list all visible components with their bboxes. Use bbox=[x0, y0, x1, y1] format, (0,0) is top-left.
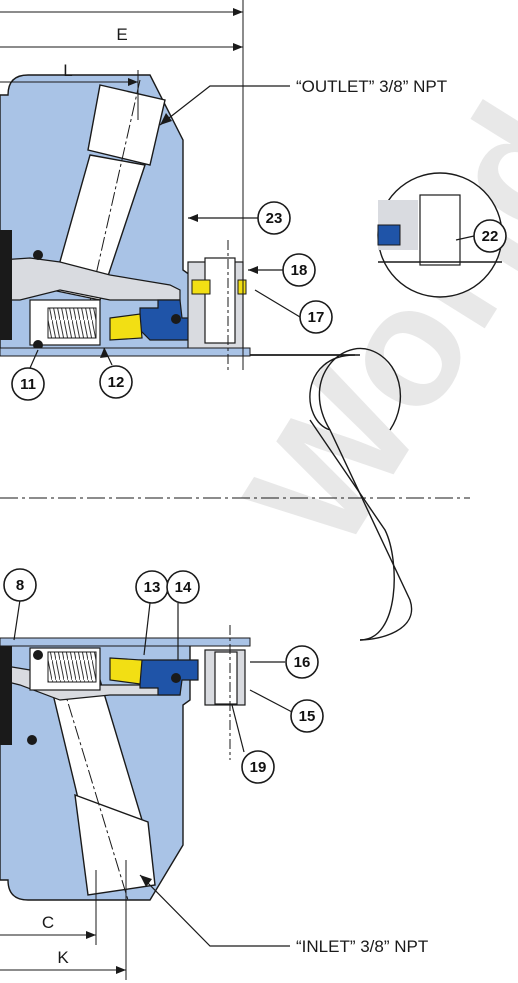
balloon-19-number: 19 bbox=[250, 759, 267, 776]
balloon-13: 13 bbox=[135, 570, 169, 604]
balloon-19: 19 bbox=[241, 750, 275, 784]
dimension-k-label: K bbox=[57, 948, 69, 967]
balloon-18: 18 bbox=[282, 253, 316, 287]
balloon-22-number: 22 bbox=[482, 228, 499, 245]
inlet-callout-label: “INLET” 3/8” NPT bbox=[296, 937, 428, 956]
callout-arrowheads bbox=[100, 113, 258, 887]
balloon-18-number: 18 bbox=[291, 262, 308, 279]
lower-housing bbox=[0, 637, 251, 901]
dimension-e-label: E bbox=[116, 25, 127, 44]
inlet-port bbox=[51, 659, 156, 901]
dimension-l-label: L bbox=[63, 61, 72, 80]
balloon-8: 8 bbox=[3, 568, 37, 602]
detail-view-22 bbox=[377, 172, 503, 298]
balloon-12-number: 12 bbox=[108, 374, 125, 391]
balloon-17-number: 17 bbox=[308, 309, 325, 326]
balloon-14-number: 14 bbox=[175, 579, 192, 596]
balloon-13-number: 13 bbox=[144, 579, 161, 596]
balloon-23-number: 23 bbox=[266, 210, 283, 227]
balloon-16-number: 16 bbox=[294, 654, 311, 671]
balloon-11: 11 bbox=[11, 367, 45, 401]
outlet-callout-label: “OUTLET” 3/8” NPT bbox=[296, 77, 447, 96]
balloon-22: 22 bbox=[473, 219, 507, 253]
balloon-11-number: 11 bbox=[20, 376, 36, 393]
balloon-8-number: 8 bbox=[16, 577, 24, 594]
balloon-17: 17 bbox=[299, 300, 333, 334]
balloon-15: 15 bbox=[290, 699, 324, 733]
balloon-14: 14 bbox=[166, 570, 200, 604]
balloon-23: 23 bbox=[257, 201, 291, 235]
upper-housing bbox=[0, 74, 251, 357]
balloon-15-number: 15 bbox=[299, 708, 316, 725]
dimension-c-label: C bbox=[42, 913, 54, 932]
balloon-12: 12 bbox=[99, 365, 133, 399]
dimension-lines bbox=[0, 0, 244, 980]
dimension-arrowheads bbox=[86, 8, 243, 974]
balloon-16: 16 bbox=[285, 645, 319, 679]
